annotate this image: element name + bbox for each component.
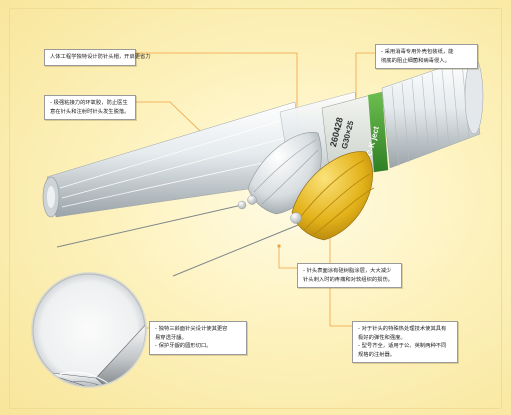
callout-line: - 极强粘接力的环氧胶，防止医生 <box>50 100 128 106</box>
callout-sterile-packaging: - 采用消毒专用外壳包装纸，能 彻底的阻止细菌和病毒侵入。 <box>375 44 478 70</box>
callout-line: 易穿透牙龈。 <box>155 334 187 341</box>
callout-line: - 针头表面涂有硅树脂涂层，大大减少 <box>303 268 392 274</box>
callout-bevel-tip: - 独特三斜面针尖设计使其更容 易穿透牙龈。 - 保护牙龈的圆形切口。 <box>149 321 247 355</box>
callout-heat-treatment: - 对于针头的特殊热处理技术使其具有 极好的弹性和强度。 - 型号齐全，适用于公… <box>352 321 458 364</box>
hub-label-green-band <box>368 92 388 172</box>
callout-line: - 对于针头的特殊热处理技术使其具有 <box>358 326 447 332</box>
callout-line: - 独特三斜面针尖设计使其更容 <box>155 326 228 332</box>
needle-upper <box>56 204 243 248</box>
bevel-magnifier <box>31 272 147 388</box>
callout-line: 规格的注射器。 <box>358 351 396 358</box>
hub-grip-end <box>464 57 484 135</box>
page-frame <box>9 8 502 409</box>
callout-cap-design: 人体工程学独特设计防针头帽，开启更省力 <box>44 49 151 66</box>
hub-yellow-tip-ball <box>290 212 302 224</box>
hub-grip-ribs <box>391 61 470 167</box>
needle-lower <box>172 224 299 277</box>
bevel-needle-tip <box>41 371 117 386</box>
hub-yellow-bowl <box>291 151 373 241</box>
callout-line: - 采用消毒专用外壳包装纸，能 <box>381 49 454 55</box>
callout-silicone-coating: - 针头表面涂有硅树脂涂层，大大减少 针头刺入时的疼痛和对软组织的损伤。 <box>297 263 402 289</box>
callout-line: - 保护牙龈的圆形切口。 <box>155 343 212 350</box>
callout-line: 极好的弹性和强度。 <box>358 334 406 341</box>
hub-grip <box>381 57 481 169</box>
callout-line: 针头刺入时的疼痛和对软组织的损伤。 <box>303 276 394 283</box>
leader-bottom-right <box>329 230 352 327</box>
leader-middle-right <box>278 247 297 269</box>
hub-white-tip-ball <box>247 195 257 205</box>
callout-line: 意在针头和注射时针头发生脱落。 <box>50 108 130 115</box>
callout-line: 人体工程学独特设计防针头帽，开启更省力 <box>50 54 151 60</box>
needle-upper-tip-ball <box>237 200 247 210</box>
callout-line: - 型号齐全，适用于公、英制两种不同 <box>358 343 447 350</box>
callout-epoxy-adhesive: - 极强粘接力的环氧胶，防止医生 意在针头和注射时针头发生脱落。 <box>44 95 136 121</box>
bevel-needle-shaft <box>95 319 145 386</box>
callout-line: 彻底的阻止细菌和病毒侵入。 <box>381 57 450 64</box>
needle-cap-ribs <box>59 117 295 208</box>
